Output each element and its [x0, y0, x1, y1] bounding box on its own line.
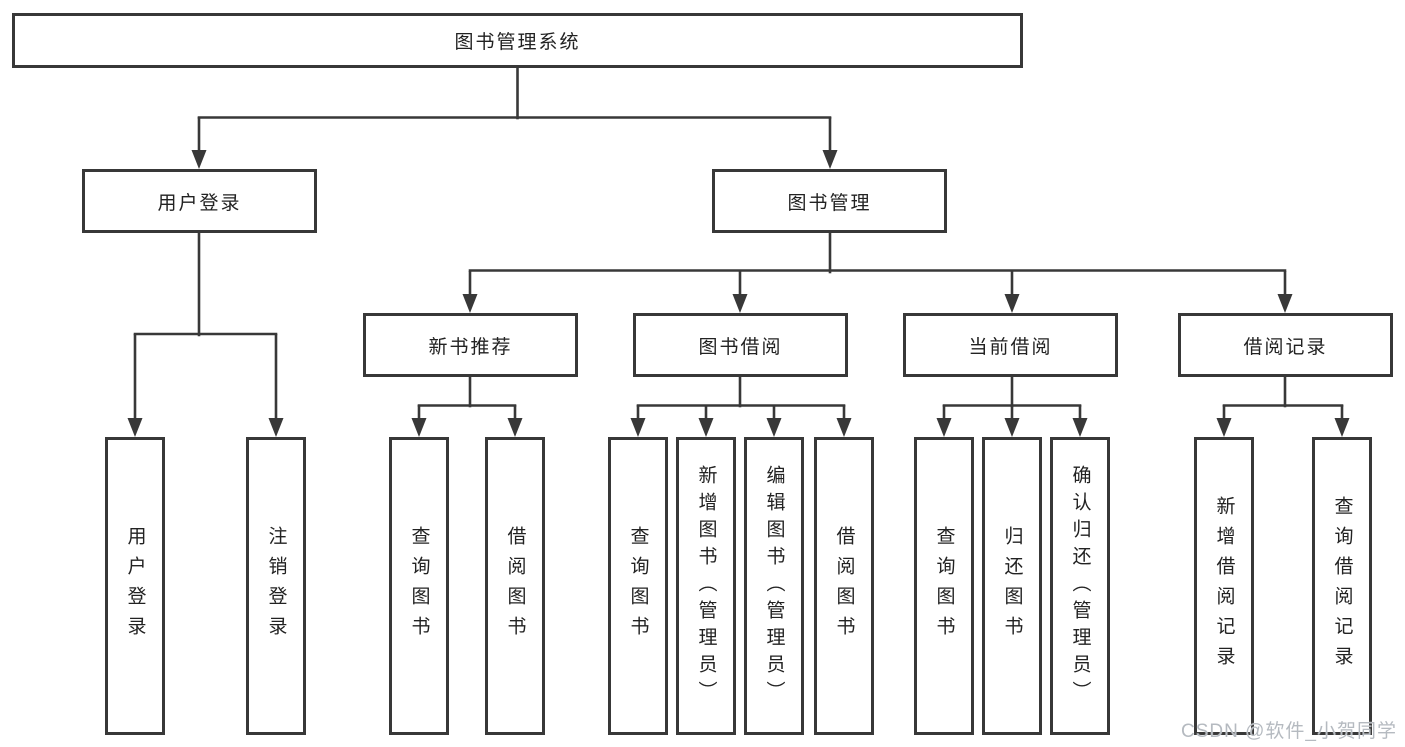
leaf-borrow-books-recommend: 借阅图书	[485, 437, 545, 735]
csdn-watermark: CSDN @软件_小贺同学	[1181, 721, 1397, 742]
node-borrowing-records: 借阅记录	[1178, 313, 1393, 377]
leaf-return-books: 归还图书	[982, 437, 1042, 735]
leaf-query-books-current: 查询图书	[914, 437, 974, 735]
leaf-query-borrow-record: 查询借阅记录	[1312, 437, 1372, 735]
leaf-query-books-recommend: 查询图书	[389, 437, 449, 735]
node-book-borrowing: 图书借阅	[633, 313, 848, 377]
node-current-borrowing: 当前借阅	[903, 313, 1118, 377]
node-library-management-system: 图书管理系统	[12, 13, 1023, 68]
leaf-add-borrow-record: 新增借阅记录	[1194, 437, 1254, 735]
leaf-confirm-return-admin: 确认归还（管理员）	[1050, 437, 1110, 735]
node-new-book-recommendation: 新书推荐	[363, 313, 578, 377]
leaf-user-login: 用户登录	[105, 437, 165, 735]
leaf-query-books-borrowing: 查询图书	[608, 437, 668, 735]
leaf-logout: 注销登录	[246, 437, 306, 735]
leaf-add-books-admin: 新增图书（管理员）	[676, 437, 736, 735]
leaf-borrow-books-borrowing: 借阅图书	[814, 437, 874, 735]
node-book-management: 图书管理	[712, 169, 947, 233]
node-user-login: 用户登录	[82, 169, 317, 233]
leaf-edit-books-admin: 编辑图书（管理员）	[744, 437, 804, 735]
